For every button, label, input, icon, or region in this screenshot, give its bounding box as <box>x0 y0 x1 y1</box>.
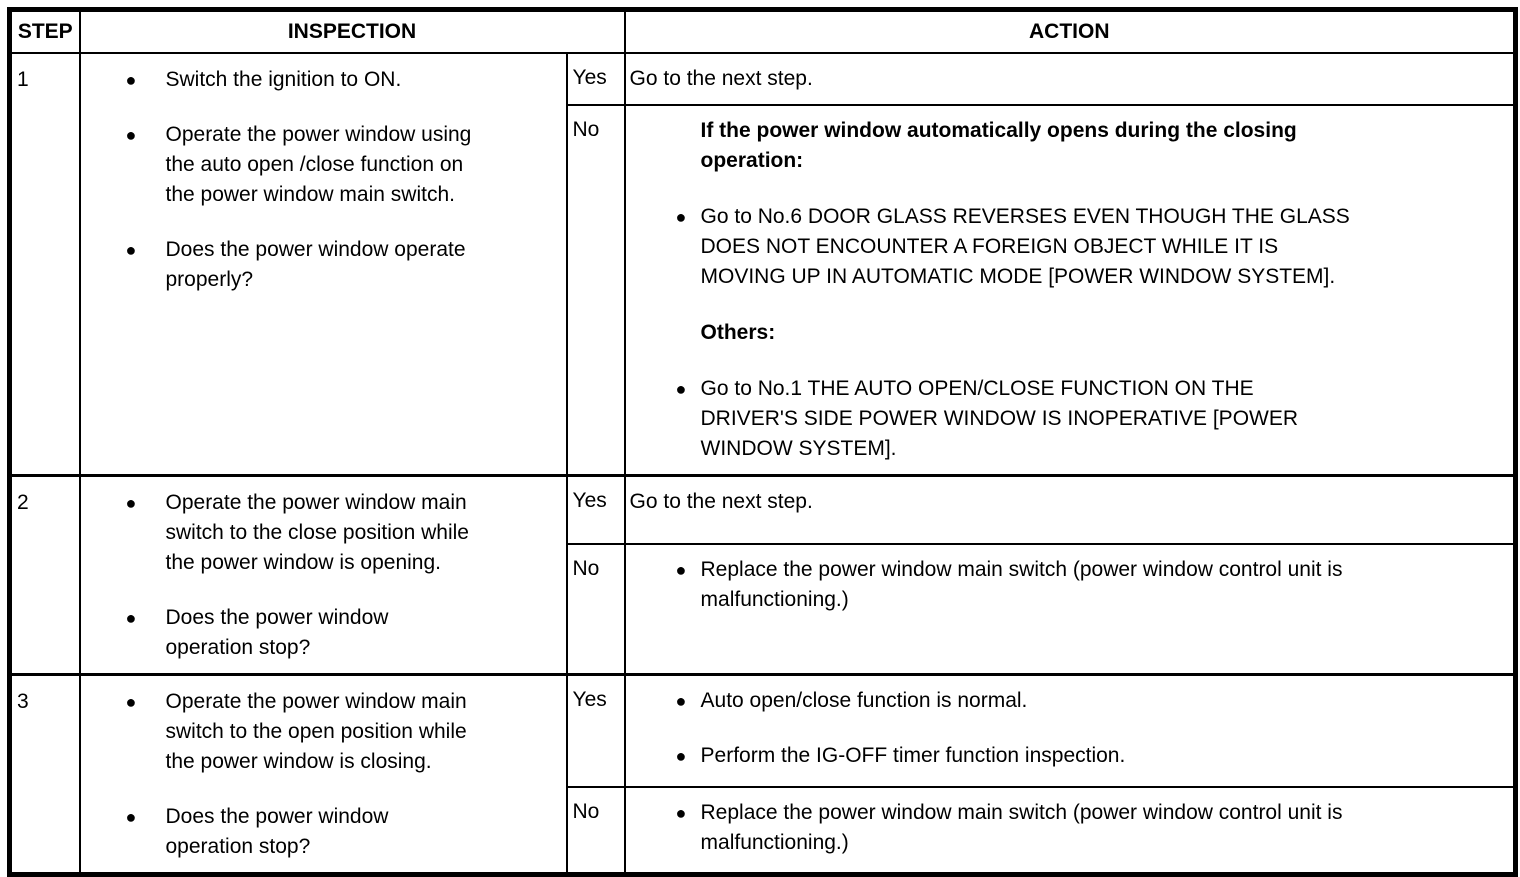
list-item: ● Replace the power window main switch (… <box>626 798 1506 858</box>
list-item-text: Does the power window operation stop? <box>165 606 389 659</box>
step1-no-label: No <box>565 104 626 477</box>
step3-yes-label: Yes <box>565 673 626 789</box>
col-header-step: STEP <box>8 8 81 54</box>
col-header-action: ACTION <box>623 8 1517 54</box>
step2-no-action-cell: ● Replace the power window main switch (… <box>623 543 1517 676</box>
list-item-text: Operate the power window using the auto … <box>165 123 472 206</box>
step3-yes-action-cell: ● Auto open/close function is normal. ● … <box>623 673 1517 789</box>
bullet-icon: ● <box>675 803 687 824</box>
bullet-icon: ● <box>675 691 687 711</box>
step1-inspection-cell: ● Switch the ignition to ON. ● Operate t… <box>78 52 568 477</box>
list-item: ● Go to No.6 DOOR GLASS REVERSES EVEN TH… <box>626 202 1506 292</box>
list-item: ● Perform the IG-OFF timer function insp… <box>626 741 1506 771</box>
col-header-inspection: INSPECTION <box>78 8 626 54</box>
bullet-icon: ● <box>125 70 137 90</box>
action-text: Go to the next step. <box>629 490 813 513</box>
step2-inspection-list: ● Operate the power window main switch t… <box>81 488 558 663</box>
step1-no-action-cell: If the power window automatically opens … <box>623 104 1517 477</box>
list-item-text: Replace the power window main switch (po… <box>700 558 1343 612</box>
bullet-icon: ● <box>675 746 687 766</box>
step1-yes-label: Yes <box>565 52 626 106</box>
list-item-text: Go to No.6 DOOR GLASS REVERSES EVEN THOU… <box>700 205 1350 288</box>
list-item: ● Does the power window operation stop? <box>81 603 558 663</box>
table-header-row: STEP INSPECTION ACTION <box>8 8 1517 54</box>
list-item-text: Does the power window operation stop? <box>165 805 389 858</box>
bullet-icon: ● <box>125 692 137 712</box>
bullet-icon: ● <box>675 207 687 227</box>
step2-yes-action-cell: Go to the next step. <box>623 474 1517 546</box>
list-item-text: Switch the ignition to ON. <box>165 68 402 91</box>
bullet-icon: ● <box>675 379 687 399</box>
list-item: ● Does the power window operation stop? <box>81 802 558 862</box>
step1-no-row: No If the power window automatically ope… <box>10 104 1517 477</box>
step2-yes-row: 2 ● Operate the power window main switch… <box>8 474 1517 676</box>
step2-yes-label: Yes <box>565 474 626 546</box>
list-item-text: Does the power window operate properly? <box>165 238 466 291</box>
step2-number: 2 <box>8 474 81 676</box>
action-list: ● Auto open/close function is normal. ● … <box>626 686 1506 771</box>
list-item: ● Go to No.1 THE AUTO OPEN/CLOSE FUNCTIO… <box>626 374 1506 464</box>
manual-page: STEP INSPECTION ACTION 1 ● Switch the ig… <box>7 7 1519 877</box>
list-item-text: Go to No.1 THE AUTO OPEN/CLOSE FUNCTION … <box>700 377 1299 460</box>
list-item-text: Auto open/close function is normal. <box>700 689 1028 712</box>
bullet-icon: ● <box>675 560 687 581</box>
step2-inspection-cell: ● Operate the power window main switch t… <box>78 474 568 676</box>
list-item-text: Perform the IG-OFF timer function inspec… <box>700 744 1126 767</box>
bullet-icon: ● <box>125 240 137 260</box>
step1-number: 1 <box>8 52 81 477</box>
action-list: ● Replace the power window main switch (… <box>626 798 1506 858</box>
troubleshooting-table: STEP INSPECTION ACTION 1 ● Switch the ig… <box>7 7 1519 877</box>
action-heading: If the power window automatically opens … <box>700 119 1297 172</box>
action-list: ● Go to No.1 THE AUTO OPEN/CLOSE FUNCTIO… <box>626 374 1506 464</box>
list-item: ● Replace the power window main switch (… <box>626 555 1506 615</box>
step2-no-row: No ● Replace the power window main switc… <box>10 543 1517 676</box>
step3-no-action-cell: ● Replace the power window main switch (… <box>623 786 1517 876</box>
step3-inspection-cell: ● Operate the power window main switch t… <box>78 673 568 876</box>
step1-inspection-list: ● Switch the ignition to ON. ● Operate t… <box>81 65 558 295</box>
list-item: ● Operate the power window main switch t… <box>81 488 558 578</box>
step3-no-label: No <box>565 786 626 876</box>
list-item-text: Operate the power window main switch to … <box>165 491 470 574</box>
list-item: ● Auto open/close function is normal. <box>626 686 1506 716</box>
list-item: ● Does the power window operate properly… <box>81 235 558 295</box>
step3-yes-row: 3 ● Operate the power window main switch… <box>8 673 1517 876</box>
step1-yes-action-cell: Go to the next step. <box>623 52 1517 106</box>
list-item: ● Switch the ignition to ON. <box>81 65 558 95</box>
bullet-icon: ● <box>125 608 137 628</box>
action-list: ● Go to No.6 DOOR GLASS REVERSES EVEN TH… <box>626 202 1506 292</box>
bullet-icon: ● <box>125 125 137 145</box>
step3-number: 3 <box>8 673 81 876</box>
action-heading: Others: <box>700 321 776 344</box>
action-text: Go to the next step. <box>629 67 813 90</box>
list-item-text: Replace the power window main switch (po… <box>700 801 1343 855</box>
bullet-icon: ● <box>125 493 137 513</box>
action-block: If the power window automatically opens … <box>626 116 1506 464</box>
bullet-icon: ● <box>125 807 137 827</box>
list-item: ● Operate the power window main switch t… <box>81 687 558 777</box>
step1-yes-row: 1 ● Switch the ignition to ON. ● Operate… <box>8 52 1517 477</box>
list-item-text: Operate the power window main switch to … <box>165 690 467 773</box>
step2-no-label: No <box>565 543 626 676</box>
list-item: ● Operate the power window using the aut… <box>81 120 558 210</box>
step3-inspection-list: ● Operate the power window main switch t… <box>81 687 558 862</box>
action-list: ● Replace the power window main switch (… <box>626 555 1506 615</box>
